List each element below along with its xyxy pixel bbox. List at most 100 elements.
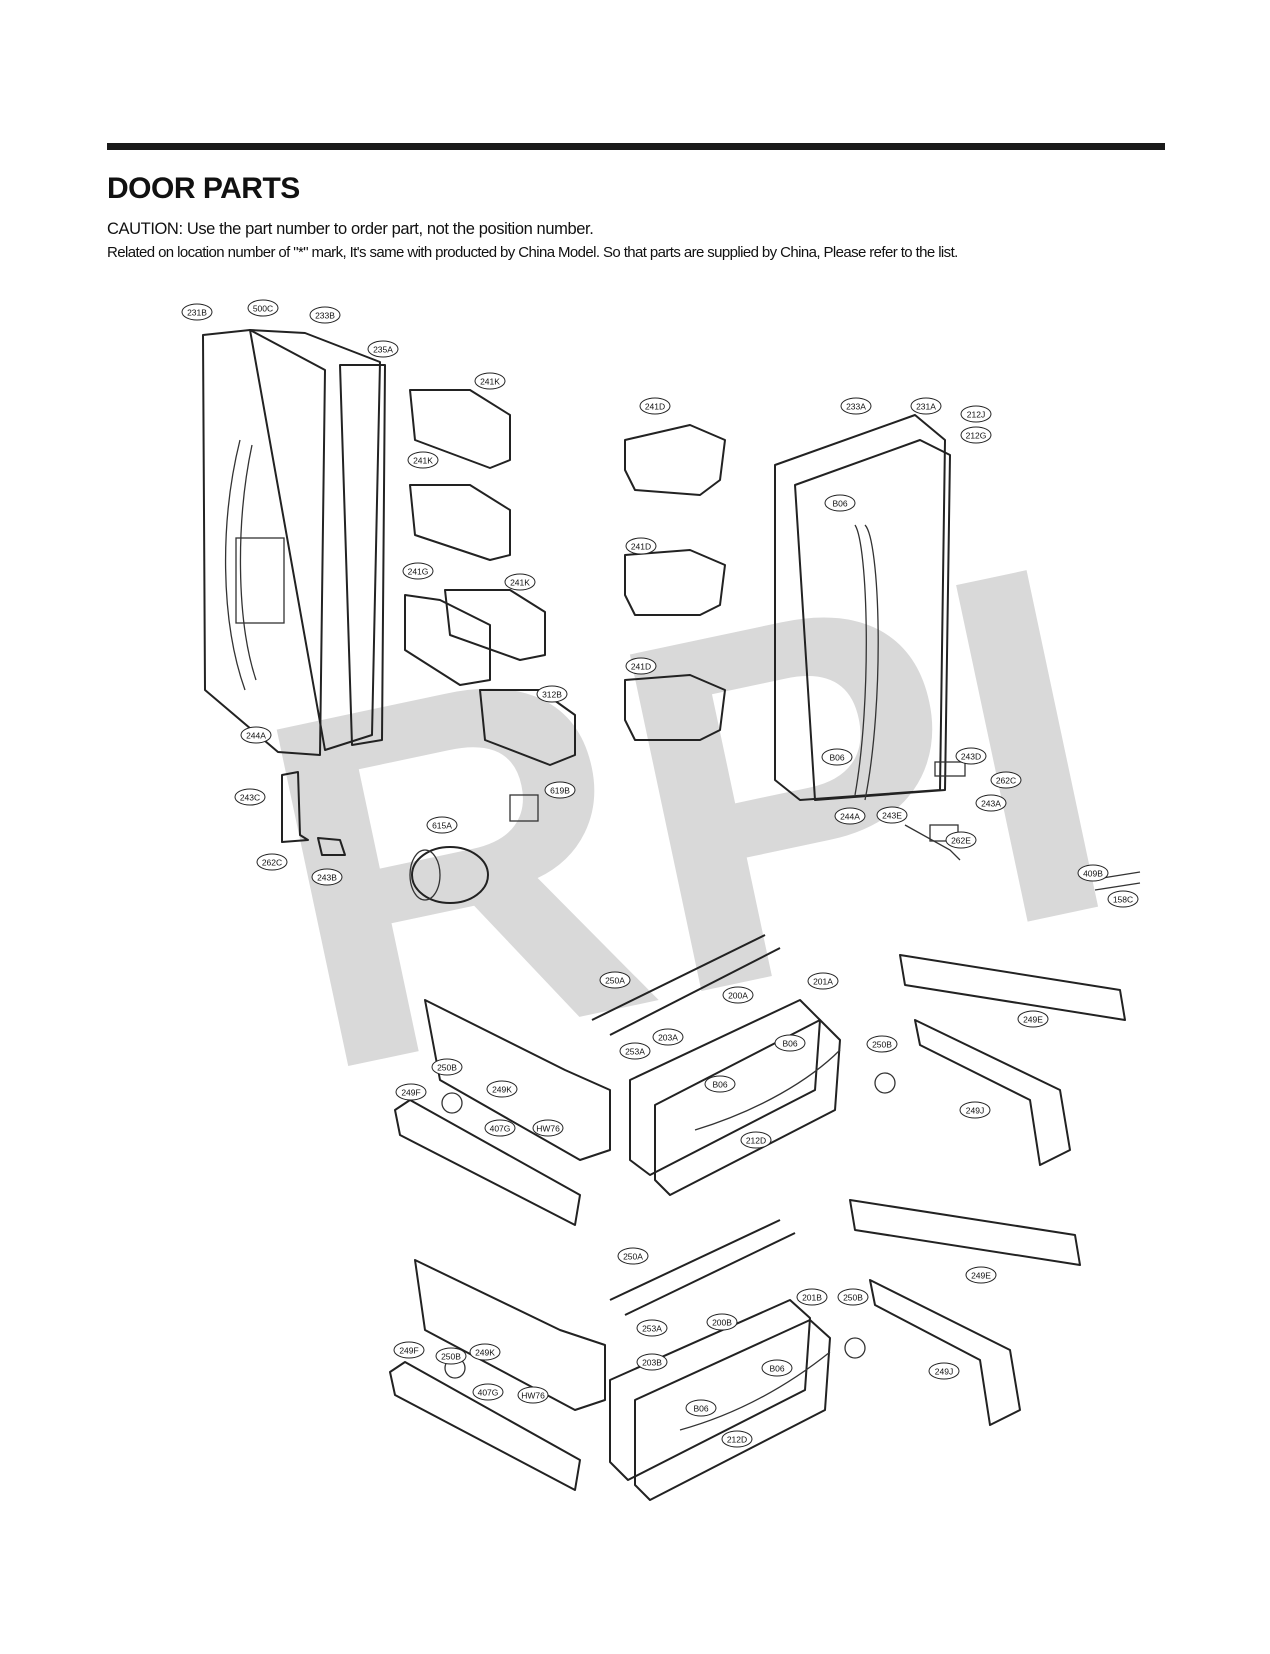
callout-hw76: HW76 [532,1119,564,1137]
callout-label: 619B [550,786,570,796]
callout-label: HW76 [536,1124,560,1134]
callout-label: 200A [728,991,748,1001]
callout-label: 241K [510,578,530,588]
callout-249j: 249J [959,1101,991,1119]
callout-241d: 241D [625,657,657,675]
callout-label: 250A [605,976,625,986]
callout-hw76: HW76 [517,1386,549,1404]
china-model-note: Related on location number of "*" mark, … [107,244,958,261]
callout-label: 262C [262,858,282,868]
callout-249k: 249K [469,1343,501,1361]
door-bins-center [624,424,726,741]
callout-233a: 233A [840,397,872,415]
callout-label: 409B [1083,869,1103,879]
callout-244a: 244A [240,726,272,744]
callout-243e: 243E [876,806,908,824]
callout-label: 250B [441,1352,461,1362]
callout-201a: 201A [807,972,839,990]
callout-label: B06 [832,499,847,509]
callout-label: 158C [1113,895,1133,905]
page-title: DOOR PARTS [107,172,300,205]
callout-label: 241D [631,542,651,552]
callout-label: 241D [631,662,651,672]
callout-label: 253A [642,1324,662,1334]
callout-label: 201A [813,977,833,987]
header-rule [107,143,1165,150]
callout-label: 253A [625,1047,645,1057]
callout-243d: 243D [955,747,987,765]
callout-241k: 241K [504,573,536,591]
callout-label: 203B [642,1358,662,1368]
callout-231b: 231B [181,303,213,321]
callout-label: 250B [843,1293,863,1303]
callout-249e: 249E [965,1266,997,1284]
callout-label: 231A [916,402,936,412]
left-door-assembly [202,329,386,756]
callout-407g: 407G [472,1383,504,1401]
callout-label: 407G [490,1124,511,1134]
callout-label: 249F [401,1088,420,1098]
callout-label: HW76 [521,1391,545,1401]
door-bins-left [404,389,576,766]
callout-249f: 249F [395,1083,427,1101]
callout-212d: 212D [740,1131,772,1149]
callout-241d: 241D [625,537,657,555]
callout-500c: 500C [247,299,279,317]
callout-253a: 253A [619,1042,651,1060]
rpi-watermark: RPI [221,457,1153,1177]
callout-158c: 158C [1107,890,1139,908]
callout-label: 249K [492,1085,512,1095]
callout-label: 249E [971,1271,991,1281]
callout-label: 243C [240,793,260,803]
callout-233b: 233B [309,306,341,324]
callout-label: 243E [882,811,902,821]
callout-label: 249F [399,1346,418,1356]
callout-label: 249J [935,1367,953,1377]
callout-241k: 241K [474,372,506,390]
callout-label: 262E [951,836,971,846]
callout-label: 241K [413,456,433,466]
caution-text: CAUTION: Use the part number to order pa… [107,220,594,238]
callout-label: 250B [872,1040,892,1050]
callout-label: 231B [187,308,207,318]
callout-label: 212J [967,410,985,420]
callout-201b: 201B [796,1288,828,1306]
callout-label: 212D [727,1435,747,1445]
callout-249e: 249E [1017,1010,1049,1028]
callout-253a: 253A [636,1319,668,1337]
callout-label: 212G [966,431,987,441]
callout-label: B06 [769,1364,784,1374]
callout-label: 407G [478,1388,499,1398]
callout-249f: 249F [393,1341,425,1359]
callout-231a: 231A [910,397,942,415]
callout-203a: 203A [652,1028,684,1046]
callout-label: 243D [961,752,981,762]
callout-619b: 619B [544,781,576,799]
callout-label: 235A [373,345,393,355]
callout-250b: 250B [866,1035,898,1053]
callout-203b: 203B [636,1353,668,1371]
callout-b06: B06 [704,1075,736,1093]
callout-250a: 250A [599,971,631,989]
callout-243a: 243A [975,794,1007,812]
upper-drawer-assembly [394,934,1126,1226]
callout-label: B06 [829,753,844,763]
callout-249j: 249J [928,1362,960,1380]
callout-label: 249J [966,1106,984,1116]
callout-b06: B06 [761,1359,793,1377]
callout-615a: 615A [426,816,458,834]
callout-b06: B06 [774,1034,806,1052]
callout-label: B06 [712,1080,727,1090]
callout-label: 241D [645,402,665,412]
callout-409b: 409B [1077,864,1109,882]
callout-label: B06 [693,1404,708,1414]
callout-243b: 243B [311,868,343,886]
callout-235a: 235A [367,340,399,358]
callout-label: 212D [746,1136,766,1146]
callout-200a: 200A [722,986,754,1004]
callout-b06: B06 [821,748,853,766]
right-door-assembly [774,414,951,801]
callout-244a: 244A [834,807,866,825]
